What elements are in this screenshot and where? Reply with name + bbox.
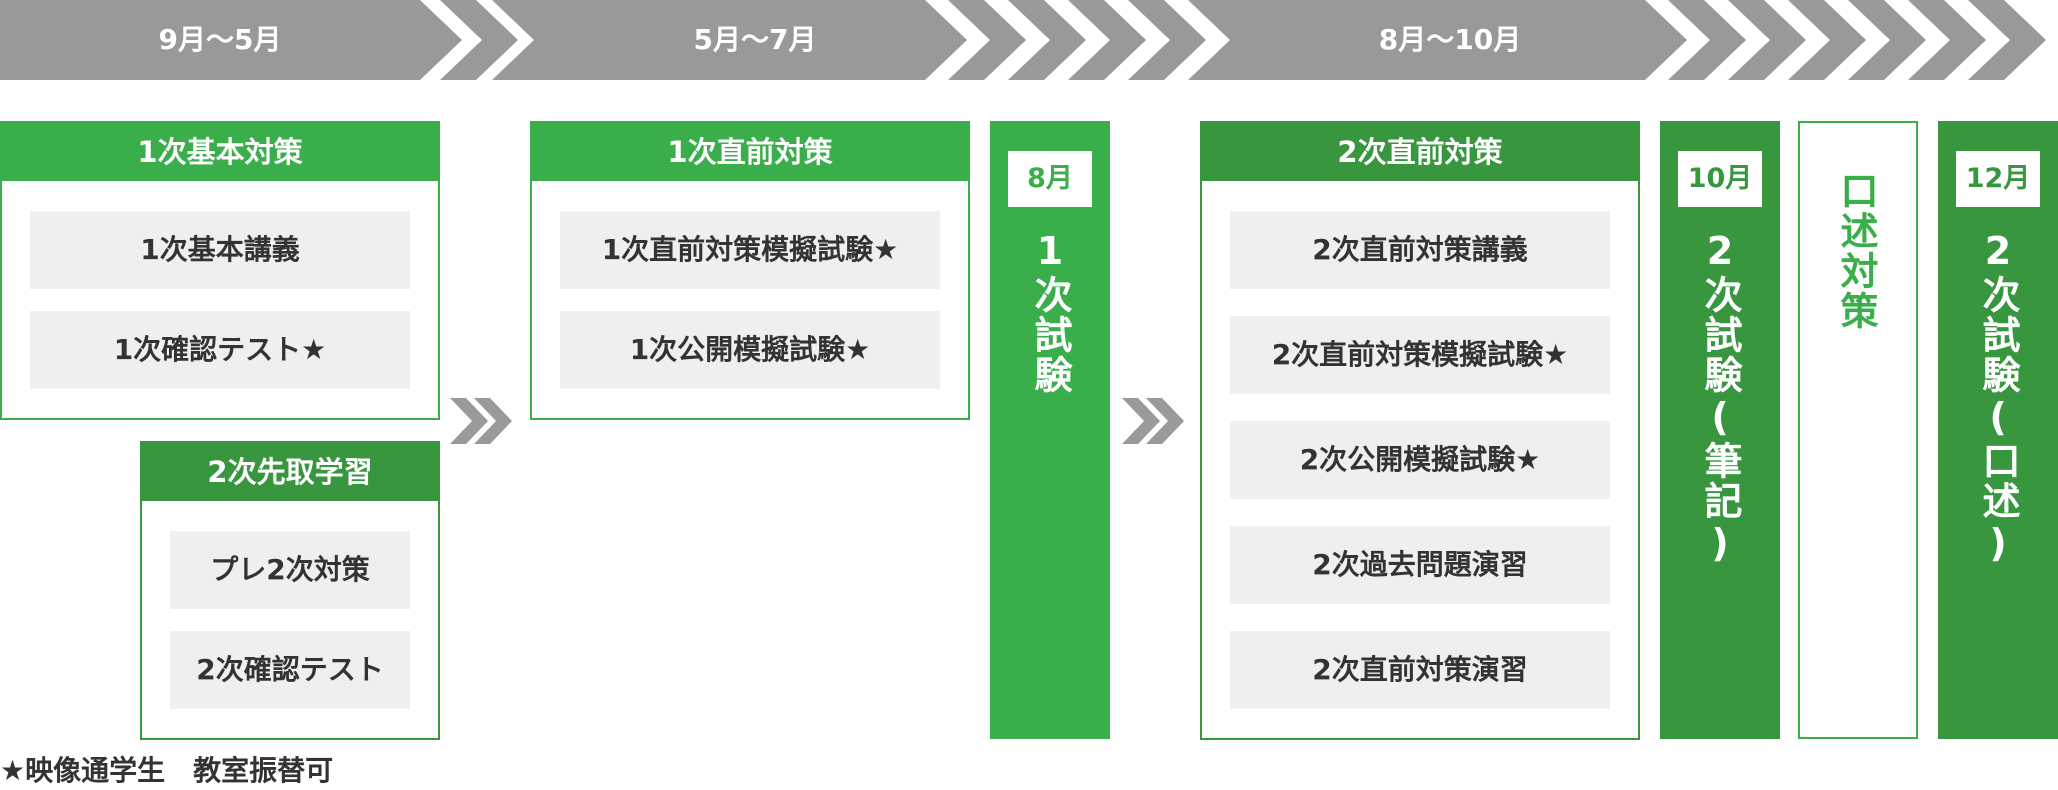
footnote: ★映像通学生 教室振替可 (0, 754, 334, 787)
timeline-segment-1 (0, 0, 462, 80)
course-item: プレ2次対策 (170, 531, 410, 609)
course-item: 1次直前対策模擬試験★ (560, 211, 940, 289)
course-title: 2次直前対策 (1202, 123, 1638, 181)
course-box-first-final: 1次直前対策 1次直前対策模擬試験★ 1次公開模擬試験★ (530, 121, 970, 420)
course-item: 1次基本講義 (30, 211, 410, 289)
month-badge: 8月 (1008, 151, 1092, 207)
course-title: 2次先取学習 (142, 443, 438, 501)
course-title: 1次直前対策 (532, 123, 968, 181)
course-item: 1次確認テスト★ (30, 311, 410, 389)
course-box-basic: 1次基本対策 1次基本講義 1次確認テスト★ (0, 121, 440, 420)
course-box-advance: 2次先取学習 プレ2次対策 2次確認テスト (140, 441, 440, 740)
course-item: 2次過去問題演習 (1230, 526, 1610, 604)
timeline-segment-2 (492, 0, 967, 80)
exam-first: 8月 1次試験 (990, 121, 1110, 739)
period-label-1: 9月～5月 (158, 23, 282, 56)
course-title: 1次基本対策 (2, 123, 438, 181)
course-item: 2次確認テスト (170, 631, 410, 709)
course-item: 2次公開模擬試験★ (1230, 421, 1610, 499)
oral-prep: 口述対策 (1798, 121, 1918, 739)
exam-second-oral: 12月 2次試験(口述) (1938, 121, 2058, 739)
exam-label: 2次試験(筆記) (1698, 229, 1742, 567)
month-badge: 12月 (1956, 151, 2040, 207)
period-label-3: 8月～10月 (1378, 23, 1522, 56)
timeline-chevron (1848, 0, 1926, 80)
timeline-chevron (1008, 0, 1086, 80)
timeline-chevron (1128, 0, 1206, 80)
timeline-chevron (1728, 0, 1806, 80)
timeline-segment-3 (1188, 0, 1687, 80)
chevron-right-icon (1122, 398, 1184, 444)
exam-label: 1次試験 (1028, 229, 1072, 395)
timeline-chevron (1968, 0, 2046, 80)
timeline-chevron (440, 0, 518, 80)
timeline-chevron (1668, 0, 1746, 80)
exam-second-written: 10月 2次試験(筆記) (1660, 121, 1780, 739)
course-item: 1次公開模擬試験★ (560, 311, 940, 389)
oral-prep-label: 口述対策 (1834, 171, 1878, 331)
course-item: 2次直前対策演習 (1230, 631, 1610, 709)
course-item: 2次直前対策講義 (1230, 211, 1610, 289)
timeline-chevron (948, 0, 1026, 80)
timeline-chevron (1788, 0, 1866, 80)
course-item: 2次直前対策模擬試験★ (1230, 316, 1610, 394)
course-box-second-final: 2次直前対策 2次直前対策講義 2次直前対策模擬試験★ 2次公開模擬試験★ 2次… (1200, 121, 1640, 740)
chevron-right-icon (450, 398, 512, 444)
exam-label: 2次試験(口述) (1976, 229, 2020, 567)
timeline-chevron (1068, 0, 1146, 80)
month-badge: 10月 (1678, 151, 1762, 207)
period-label-2: 5月～7月 (693, 23, 817, 56)
timeline-band (0, 0, 2046, 80)
timeline-chevron (1908, 0, 1986, 80)
